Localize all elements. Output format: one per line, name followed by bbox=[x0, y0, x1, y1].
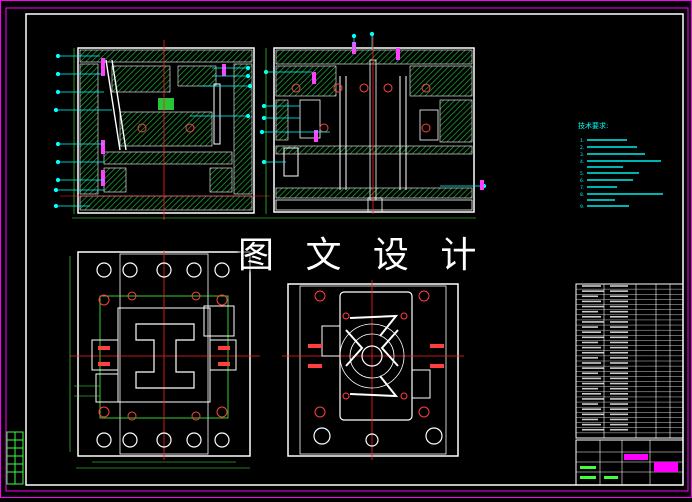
bom-cell-text bbox=[610, 357, 628, 359]
bom-cell-text bbox=[610, 341, 628, 344]
bom-cell-text bbox=[610, 290, 628, 292]
bom-cell-text bbox=[610, 285, 628, 287]
bom-cell-text bbox=[610, 403, 628, 405]
bom-cell-text bbox=[582, 300, 601, 303]
watermark: 图 文 设 计 bbox=[238, 235, 487, 276]
bom-cell-text bbox=[610, 413, 628, 416]
bom-cell-text bbox=[582, 403, 598, 405]
bom-cell-text bbox=[582, 428, 604, 431]
bom-cell-text bbox=[582, 310, 598, 313]
bom-cell-text bbox=[582, 423, 601, 426]
section-view-left bbox=[60, 40, 270, 220]
bom-cell-text bbox=[582, 321, 604, 323]
bom-cell-text bbox=[610, 423, 628, 426]
bom-cell-text bbox=[582, 290, 604, 292]
bom-cell-text bbox=[610, 351, 628, 354]
bom-cell-text bbox=[610, 418, 628, 421]
bom-cell-text bbox=[582, 408, 601, 410]
bom-cell-text bbox=[582, 382, 604, 385]
dimensions-bottom-left bbox=[69, 256, 250, 469]
bom-cell-text bbox=[582, 393, 601, 395]
bom-cell-text bbox=[610, 428, 628, 431]
bom-cell-text bbox=[582, 285, 601, 287]
bom-cell-text bbox=[610, 321, 628, 323]
bom-cell-text bbox=[610, 310, 628, 313]
bom-cell-text bbox=[582, 326, 598, 328]
bom-cell-text bbox=[610, 331, 628, 333]
bom-cell-text bbox=[610, 387, 628, 390]
bom-cell-text bbox=[582, 372, 598, 375]
binding-strip bbox=[6, 431, 24, 485]
bom-cell-text bbox=[610, 408, 628, 410]
bom-cell-text bbox=[582, 351, 604, 354]
note-line: 1. bbox=[580, 138, 584, 144]
bom-cell-text bbox=[582, 316, 601, 318]
title-block bbox=[575, 439, 684, 486]
drawing-number-field bbox=[654, 462, 678, 472]
note-line: 6. bbox=[580, 178, 584, 184]
bom-cell-text bbox=[582, 346, 601, 349]
dimensions-top bbox=[72, 48, 476, 219]
note-line: 7. bbox=[580, 185, 584, 191]
bom-cell-text bbox=[582, 331, 601, 333]
bill-of-materials bbox=[575, 283, 684, 439]
bom-cell-text bbox=[610, 393, 628, 395]
bom-cell-text bbox=[582, 305, 604, 308]
bom-cell-text bbox=[610, 346, 628, 349]
bom-cell-text bbox=[582, 367, 604, 369]
bom-cell-text bbox=[610, 300, 628, 303]
drawing-title-field bbox=[624, 454, 648, 460]
bom-cell-text bbox=[582, 418, 598, 421]
note-line: 2. bbox=[580, 145, 584, 151]
bom-cell-text bbox=[610, 367, 628, 369]
note-line: 5. bbox=[580, 171, 584, 177]
stop-pin-marker bbox=[480, 180, 484, 190]
bom-cell-text bbox=[610, 336, 628, 339]
note-line: 9. bbox=[580, 204, 584, 210]
bom-cell-text bbox=[610, 382, 628, 385]
plan-view-fixed-half bbox=[282, 280, 464, 460]
bom-cell-text bbox=[582, 362, 601, 364]
bom-cell-text bbox=[582, 413, 604, 416]
section-view-right bbox=[273, 36, 475, 214]
outer-frame bbox=[5, 7, 689, 492]
bom-cell-text bbox=[610, 295, 628, 298]
leaders-right bbox=[259, 31, 487, 189]
bom-cell-text bbox=[610, 362, 628, 364]
bom-cell-text bbox=[610, 316, 628, 318]
leaders-left bbox=[53, 53, 253, 209]
bom-cell-text bbox=[582, 341, 598, 344]
bom-cell-text bbox=[582, 387, 598, 390]
bom-cell-text bbox=[582, 357, 598, 359]
drawing-frame bbox=[25, 13, 684, 486]
bom-cell-text bbox=[610, 372, 628, 375]
bom-cell-text bbox=[582, 398, 604, 400]
notes-title: 技术要求: bbox=[578, 121, 608, 130]
bom-cell-text bbox=[582, 295, 598, 298]
bom-cell-text bbox=[610, 377, 628, 380]
bom-cell-text bbox=[610, 398, 628, 400]
technical-notes: 技术要求: 1. 2. 3. 4. 5. 6. 7. 8. 9. bbox=[578, 121, 663, 210]
bom-cell-text bbox=[582, 377, 601, 380]
plan-view-moving-half bbox=[70, 250, 260, 460]
note-line: 3. bbox=[580, 152, 584, 158]
note-line: 8. bbox=[580, 192, 584, 198]
bom-cell-text bbox=[582, 336, 604, 339]
bom-cell-text bbox=[610, 305, 628, 308]
note-line: 4. bbox=[580, 159, 584, 165]
bom-cell-text bbox=[610, 326, 628, 328]
